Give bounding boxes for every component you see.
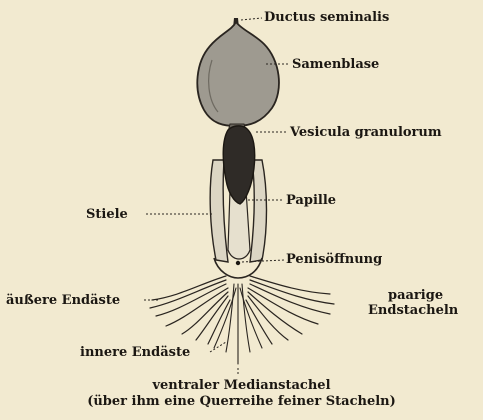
left-spines	[150, 276, 230, 344]
vesicula-granulorum-shape	[223, 126, 255, 204]
samenblase-shape	[197, 22, 279, 126]
label-stiele: Stiele	[86, 207, 128, 222]
caption-line-2: (über ihm eine Querreihe feiner Stacheln…	[0, 394, 483, 409]
label-papille: Papille	[286, 193, 336, 208]
label-innere-endaeste: innere Endäste	[80, 345, 190, 360]
label-ductus-seminalis: Ductus seminalis	[264, 10, 389, 25]
leader-ductus	[241, 18, 262, 20]
label-aeussere-endaeste: äußere Endäste	[6, 293, 120, 308]
label-samenblase: Samenblase	[292, 57, 379, 72]
right-spines	[246, 276, 334, 344]
label-endstacheln: Endstacheln	[368, 303, 458, 318]
caption-line-1: ventraler Medianstachel	[0, 378, 483, 393]
penis-opening	[236, 261, 240, 265]
label-penisoeffnung: Penisöffnung	[286, 252, 382, 267]
label-vesicula-granulorum: Vesicula granulorum	[290, 125, 442, 140]
leader-penis	[242, 260, 284, 262]
label-paarige: paarige	[388, 288, 443, 303]
leader-innere	[210, 342, 226, 352]
central-spines	[214, 284, 262, 364]
